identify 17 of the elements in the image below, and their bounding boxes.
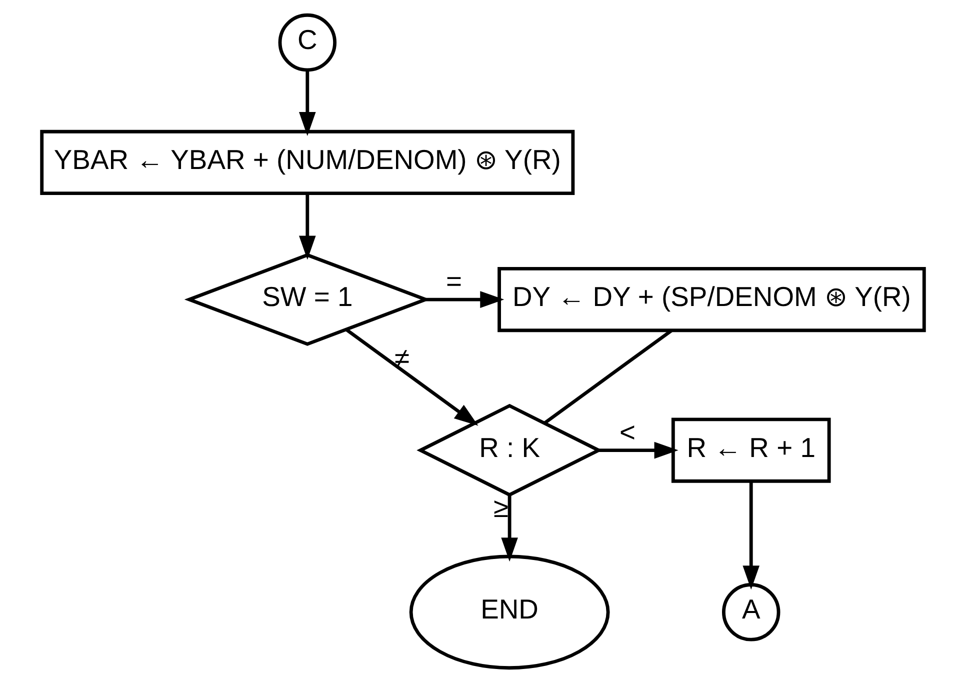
arrow xyxy=(500,495,518,562)
arrow xyxy=(344,328,478,426)
node-box: R ← R + 1 xyxy=(670,418,830,483)
edge-label: ≠ xyxy=(394,342,410,374)
edge-label: < xyxy=(619,416,636,448)
node-circle: C xyxy=(278,13,336,72)
arrow xyxy=(298,70,316,136)
arrow xyxy=(425,291,504,308)
node-circle: A xyxy=(722,583,780,642)
arrow xyxy=(298,194,316,260)
edge-label: = xyxy=(446,266,462,297)
node-box: YBAR ← YBAR + (NUM/DENOM) ⊛ Y(R) xyxy=(40,130,574,196)
node-box: DY ← DY + (SP/DENOM ⊛ Y(R) xyxy=(497,266,926,332)
node-ellipse: END xyxy=(408,554,610,670)
arrow xyxy=(742,482,760,590)
arrow xyxy=(598,442,678,459)
connector xyxy=(543,329,672,424)
